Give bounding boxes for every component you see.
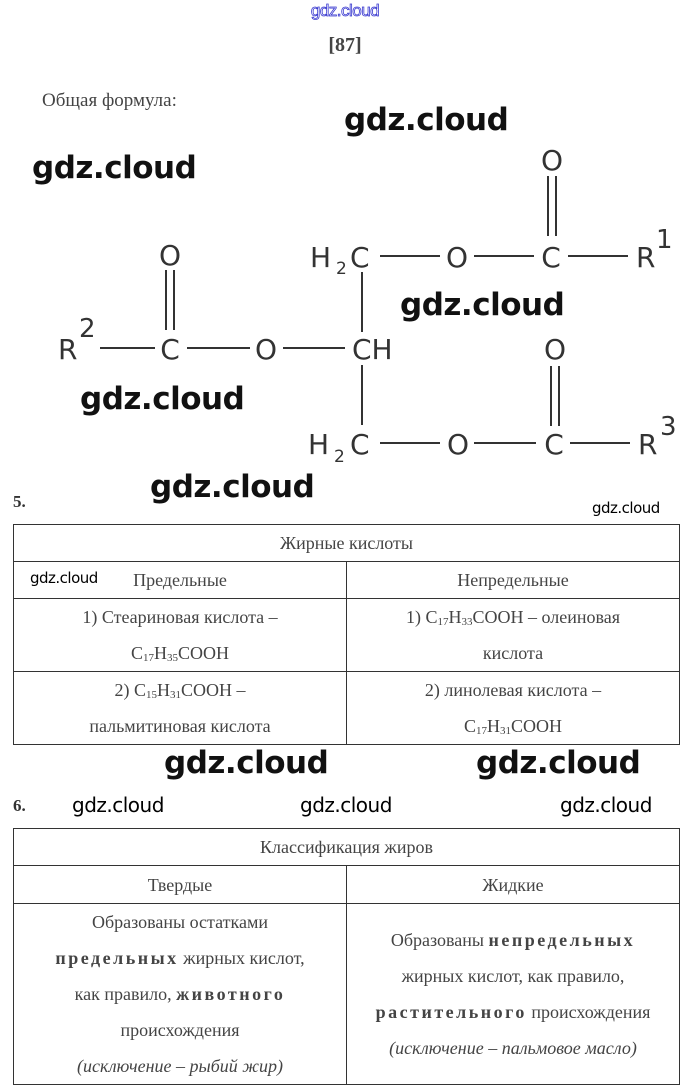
cell-text: 1) Стеариновая кислота – xyxy=(82,607,278,627)
bonds xyxy=(100,176,630,444)
cell-linoleic: 2) линолевая кислота – C17H31COOH xyxy=(346,671,680,745)
radical-r: R xyxy=(636,241,655,274)
watermark: gdz.cloud xyxy=(30,569,98,587)
cell-text: как правило, животного xyxy=(74,984,286,1004)
cell-formula: 2) C15H31COOH – xyxy=(114,680,246,701)
fats-classification-table: Классификация жиров Твердые Жидкие Образ… xyxy=(13,828,680,1085)
triglyceride-structural-formula: O H 2 C O C R 1 O R 2 C O CH O H 2 C O C… xyxy=(58,144,677,467)
watermark: gdz.cloud xyxy=(32,150,197,186)
section-number-6: 6. xyxy=(13,796,26,815)
watermark: gdz.cloud xyxy=(300,793,392,817)
atom-ch: CH xyxy=(352,333,393,366)
superscript: 1 xyxy=(656,225,673,255)
cell-liquid-fats: Образованы непредельных жирных кислот, к… xyxy=(346,903,680,1085)
subscript: 2 xyxy=(336,259,347,279)
atom-c: C xyxy=(541,241,561,274)
exception-note: (исключение – пальмовое масло) xyxy=(389,1038,637,1058)
cell-text: пальмитиновая кислота xyxy=(89,716,271,736)
cell-formula: C17H31COOH xyxy=(463,716,563,737)
cell-solid-fats: Образованы остатками предельных жирных к… xyxy=(13,903,347,1085)
watermark: gdz.cloud xyxy=(560,793,652,817)
watermark: gdz.cloud xyxy=(344,102,509,138)
atom-h: H xyxy=(310,241,331,274)
atom-c: C xyxy=(350,241,370,274)
table-row: Образованы остатками предельных жирных к… xyxy=(13,903,680,1085)
radical-r: R xyxy=(638,428,657,461)
atom-c: C xyxy=(350,428,370,461)
cell-text: растительного происхождения xyxy=(375,1002,651,1022)
table-row: 1) Стеариновая кислота – C17H35COOH 1) C… xyxy=(13,598,680,672)
atom-o: O xyxy=(159,239,181,272)
cell-text: происхождения xyxy=(120,1020,240,1040)
atom-o: O xyxy=(544,333,566,366)
watermark: gdz.cloud xyxy=(80,381,245,417)
superscript: 2 xyxy=(79,314,96,344)
page-number: [87] xyxy=(328,34,362,56)
fatty-acids-table: Жирные кислоты Предельные Непредельные 1… xyxy=(13,524,680,745)
subscript: 2 xyxy=(334,447,345,467)
site-watermark-top: gdz.cloud xyxy=(310,1,380,21)
table-title: Жирные кислоты xyxy=(13,524,680,562)
atom-o: O xyxy=(447,428,469,461)
radical-r: R xyxy=(58,333,77,366)
cell-text: Образованы остатками xyxy=(91,912,269,932)
atom-o: O xyxy=(446,241,468,274)
watermark: gdz.cloud xyxy=(164,745,329,781)
watermark: gdz.cloud xyxy=(72,793,164,817)
watermark: gdz.cloud xyxy=(400,287,565,323)
watermark: gdz.cloud xyxy=(150,469,315,505)
watermark: gdz.cloud xyxy=(476,745,641,781)
atom-c: C xyxy=(544,428,564,461)
column-header-unsaturated: Непредельные xyxy=(346,561,680,599)
table-title: Классификация жиров xyxy=(13,828,680,866)
atom-o: O xyxy=(255,333,277,366)
cell-stearic: 1) Стеариновая кислота – C17H35COOH xyxy=(13,598,347,672)
cell-text: жирных кислот, как правило, xyxy=(401,966,625,986)
atom-h: H xyxy=(308,428,329,461)
atom-c: C xyxy=(160,333,180,366)
superscript: 3 xyxy=(660,412,677,442)
watermark: gdz.cloud xyxy=(592,499,660,517)
section-number-5: 5. xyxy=(13,492,26,511)
column-header-solid: Твердые xyxy=(13,865,347,904)
atom-o: O xyxy=(541,144,563,177)
column-header-liquid: Жидкие xyxy=(346,865,680,904)
exception-note: (исключение – рыбий жир) xyxy=(76,1056,284,1076)
table-row: 2) C15H31COOH – пальмитиновая кислота 2)… xyxy=(13,671,680,745)
cell-palmitic: 2) C15H31COOH – пальмитиновая кислота xyxy=(13,671,347,745)
cell-oleic: 1) C17H33COOH – олеиновая кислота xyxy=(346,598,680,672)
cell-formula: 1) C17H33COOH – олеиновая xyxy=(405,607,621,628)
cell-text: Образованы непредельных xyxy=(390,930,636,950)
cell-formula: C17H35COOH xyxy=(130,643,230,664)
formula-label: Общая формула: xyxy=(42,90,177,111)
cell-text: кислота xyxy=(482,643,544,663)
cell-text: 2) линолевая кислота – xyxy=(424,680,602,700)
cell-text: предельных жирных кислот, xyxy=(55,948,305,968)
column-header-saturated: Предельные xyxy=(13,561,347,599)
